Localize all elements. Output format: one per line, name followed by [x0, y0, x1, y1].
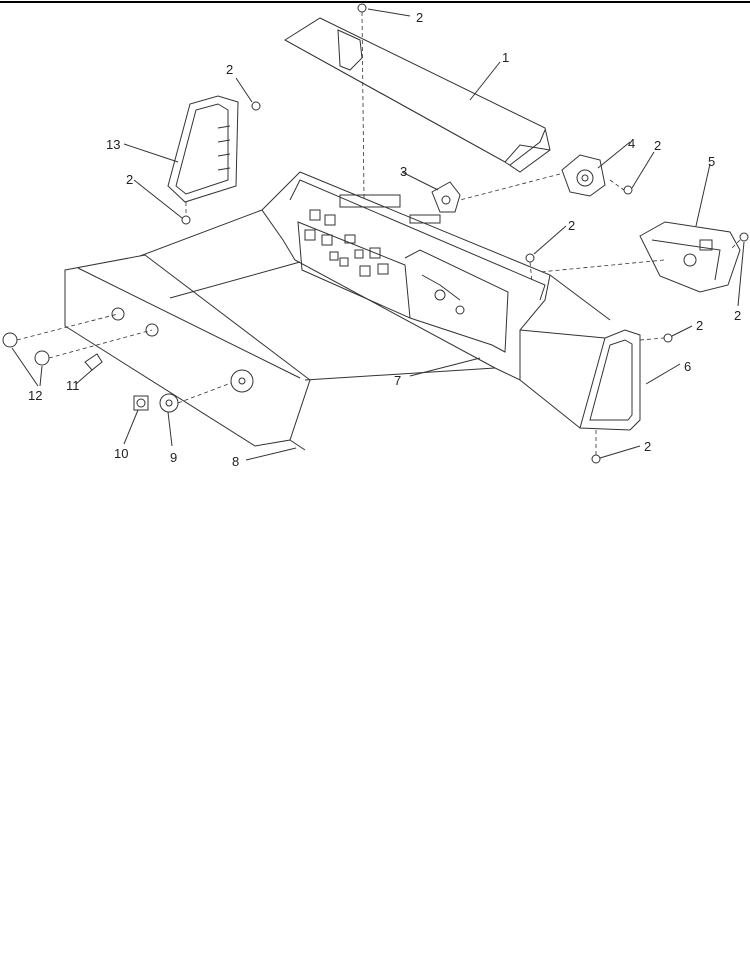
callout-3: 3 [400, 164, 407, 179]
callout-2: 2 [226, 62, 233, 77]
callout-labels: 2 1 2 13 2 3 4 2 5 2 2 2 6 7 2 8 12 11 1… [28, 10, 741, 469]
part-9-knob-skirt [159, 393, 179, 413]
leader-lines [11, 8, 745, 461]
part-7-console-panel [261, 171, 551, 381]
part-4-selector-switch [561, 154, 606, 197]
part-8-front-panel [64, 254, 311, 451]
callout-2: 2 [654, 138, 661, 153]
callout-2: 2 [696, 318, 703, 333]
part-1-control-cover [284, 17, 551, 173]
part-10-knob [133, 395, 149, 411]
callout-7: 7 [394, 373, 401, 388]
callout-1: 1 [502, 50, 509, 65]
part-2-screws [181, 3, 749, 464]
callout-6: 6 [684, 359, 691, 374]
console-body-outline [139, 209, 611, 429]
part-6-right-end-cap [579, 329, 641, 431]
callout-2: 2 [644, 439, 651, 454]
callout-4: 4 [628, 136, 635, 151]
callout-13: 13 [106, 137, 120, 152]
callout-12: 12 [28, 388, 42, 403]
callout-2: 2 [126, 172, 133, 187]
callout-2: 2 [568, 218, 575, 233]
part-13-left-end-cap [167, 95, 239, 203]
alignment-lines [16, 11, 741, 455]
part-11-clip [84, 353, 103, 371]
part-5-timer [639, 221, 741, 293]
callout-8: 8 [232, 454, 239, 469]
callout-5: 5 [708, 154, 715, 169]
callout-2: 2 [734, 308, 741, 323]
part-3-switch [431, 181, 461, 213]
callout-10: 10 [114, 446, 128, 461]
callout-9: 9 [170, 450, 177, 465]
callout-2: 2 [416, 10, 423, 25]
callout-11: 11 [66, 378, 80, 393]
